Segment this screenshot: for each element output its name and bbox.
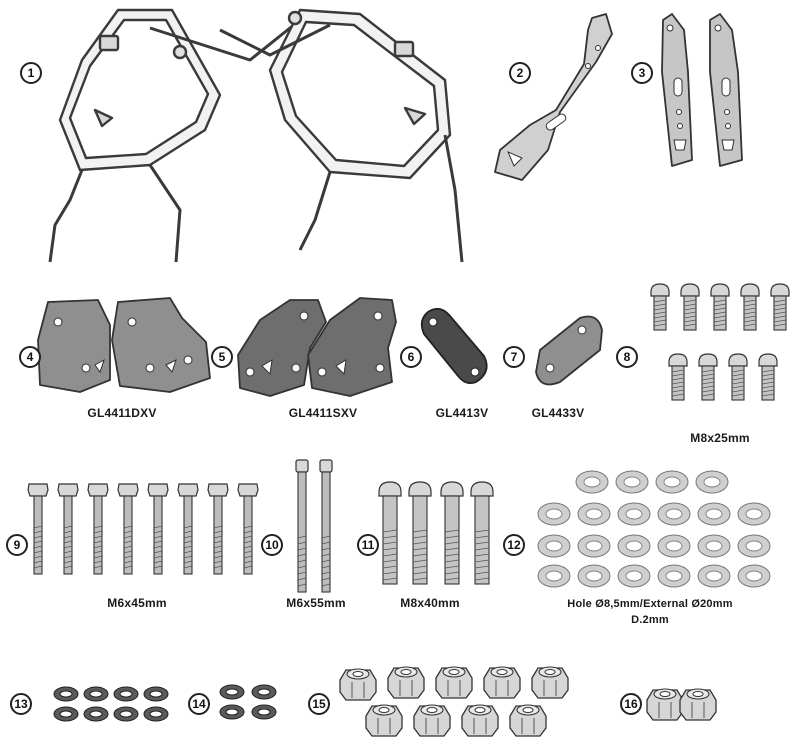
plate-7	[535, 315, 603, 386]
lockwashers-13	[53, 686, 169, 722]
callout-11: 11	[357, 534, 379, 556]
label-part-9: M6x45mm	[107, 596, 167, 610]
callout-13: 13	[10, 693, 32, 715]
callout-6: 6	[400, 346, 422, 368]
callout-16: 16	[620, 693, 642, 715]
callout-14: 14	[188, 693, 210, 715]
nuts-15	[339, 666, 569, 737]
callout-15: 15	[308, 693, 330, 715]
straps-3	[661, 13, 743, 167]
washers-12	[537, 470, 771, 588]
label-part-12-line1: Hole Ø8,5mm/External Ø20mm	[567, 598, 733, 610]
label-part-10: M6x55mm	[286, 596, 346, 610]
bolts-8	[650, 283, 790, 401]
plates-5	[237, 297, 397, 397]
label-part-6: GL4413V	[435, 406, 489, 420]
callout-1: 1	[20, 62, 42, 84]
callout-7: 7	[503, 346, 525, 368]
label-part-12-line2: D.2mm	[631, 614, 669, 626]
label-part-4: GL4411DXV	[87, 406, 157, 420]
callout-10: 10	[261, 534, 283, 556]
label-part-7: GL4433V	[531, 406, 585, 420]
callout-9: 9	[6, 534, 28, 556]
plates-4	[37, 297, 211, 393]
spacer-6	[420, 307, 488, 385]
callout-8: 8	[616, 346, 638, 368]
nuts-16	[646, 688, 717, 721]
bracket-2	[494, 13, 613, 181]
lockwashers-14	[219, 684, 277, 720]
frame-right	[219, 8, 464, 263]
bolts-11	[378, 481, 494, 585]
callout-12: 12	[503, 534, 525, 556]
callout-4: 4	[19, 346, 41, 368]
callout-2: 2	[509, 62, 531, 84]
bolts-9	[27, 483, 259, 575]
frame-left	[48, 8, 301, 263]
callout-3: 3	[631, 62, 653, 84]
callout-5: 5	[211, 346, 233, 368]
label-part-11: M8x40mm	[400, 596, 460, 610]
label-part-5: GL4411SXV	[288, 406, 358, 420]
bolts-10	[295, 459, 333, 593]
label-part-8: M8x25mm	[690, 431, 750, 445]
